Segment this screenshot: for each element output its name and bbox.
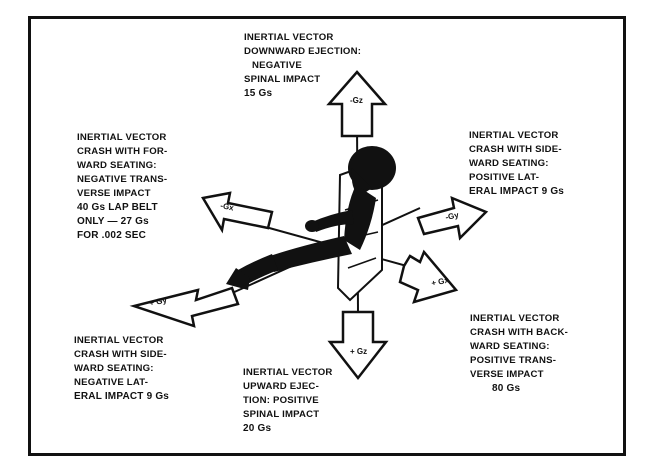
pos-gz-arrow xyxy=(327,310,389,381)
label-line: TION: POSITIVE xyxy=(243,395,319,406)
pos-gx-arrow xyxy=(398,249,459,304)
neg-gx-arrow xyxy=(201,191,274,234)
pos-gz-arrow-label: + Gz xyxy=(350,347,367,356)
label-line: CRASH WITH SIDE- xyxy=(74,349,167,360)
label-backward-seating: INERTIAL VECTOR CRASH WITH BACK- WARD SE… xyxy=(470,312,568,396)
label-line: VERSE IMPACT xyxy=(470,369,544,380)
arm xyxy=(312,210,354,232)
pos-gx-arrow-label: + Gx xyxy=(431,275,451,288)
neg-gz-arrow-label: -Gz xyxy=(350,96,363,105)
label-line: INERTIAL VECTOR xyxy=(470,313,560,324)
label-magnitude: 15 Gs xyxy=(244,88,273,99)
label-line: NEGATIVE LAT- xyxy=(74,377,149,388)
label-line: CRASH WITH FOR- xyxy=(77,146,168,157)
label-line: WARD SEATING: xyxy=(77,160,157,171)
neg-gx-arrow-label: -Gx xyxy=(220,201,235,212)
label-line: INERTIAL VECTOR xyxy=(74,335,164,346)
neg-gy-arrow-label: -Gy xyxy=(445,210,460,222)
label-upward-ejection: INERTIAL VECTOR UPWARD EJEC- TION: POSIT… xyxy=(243,366,333,436)
label-line: INERTIAL VECTOR xyxy=(77,132,167,143)
label-line: POSITIVE LAT- xyxy=(469,172,540,183)
label-magnitude: 80 Gs xyxy=(492,383,521,394)
label-line: UPWARD EJEC- xyxy=(243,381,319,392)
pos-gy-arrow-label: + Gy xyxy=(149,295,169,308)
neg-gz-arrow xyxy=(326,70,388,138)
label-line: WARD SEATING: xyxy=(470,341,550,352)
neg-gy-arrow xyxy=(416,195,489,241)
label-line: WARD SEATING: xyxy=(74,363,154,374)
label-line: INERTIAL VECTOR xyxy=(243,367,333,378)
boots xyxy=(226,268,250,290)
label-sideward-positive: INERTIAL VECTOR CRASH WITH SIDE- WARD SE… xyxy=(469,129,564,199)
label-magnitude: ERAL IMPACT 9 Gs xyxy=(74,391,170,402)
label-sideward-negative: INERTIAL VECTOR CRASH WITH SIDE- WARD SE… xyxy=(74,334,169,404)
label-line: POSITIVE TRANS- xyxy=(470,355,557,366)
label-line: INERTIAL VECTOR xyxy=(469,130,559,141)
torso xyxy=(344,185,376,250)
label-magnitude: 20 Gs xyxy=(243,423,272,434)
label-line: VERSE IMPACT xyxy=(77,188,151,199)
label-line: CRASH WITH BACK- xyxy=(470,327,569,338)
label-magnitude: ONLY — 27 Gs xyxy=(77,216,149,227)
seated-pilot-figure xyxy=(226,146,396,302)
label-magnitude: FOR .002 SEC xyxy=(77,230,147,241)
label-line: NEGATIVE xyxy=(252,60,302,71)
label-line: WARD SEATING: xyxy=(469,158,549,169)
label-downward-ejection: INERTIAL VECTOR DOWNWARD EJECTION: NEGAT… xyxy=(244,31,361,101)
pos-gy-arrow xyxy=(129,286,240,328)
label-magnitude: 40 Gs LAP BELT xyxy=(77,202,158,213)
label-line: CRASH WITH SIDE- xyxy=(469,144,562,155)
label-line: DOWNWARD EJECTION: xyxy=(244,46,362,57)
label-forward-seating: INERTIAL VECTOR CRASH WITH FOR- WARD SEA… xyxy=(77,131,167,243)
hand xyxy=(305,220,319,232)
label-line: SPINAL IMPACT xyxy=(243,409,320,420)
diagram-frame xyxy=(28,16,626,456)
label-magnitude: ERAL IMPACT 9 Gs xyxy=(469,186,565,197)
label-line: NEGATIVE TRANS- xyxy=(77,174,168,185)
label-line: SPINAL IMPACT xyxy=(244,74,321,85)
thighs xyxy=(270,236,352,272)
label-line: INERTIAL VECTOR xyxy=(244,32,334,43)
